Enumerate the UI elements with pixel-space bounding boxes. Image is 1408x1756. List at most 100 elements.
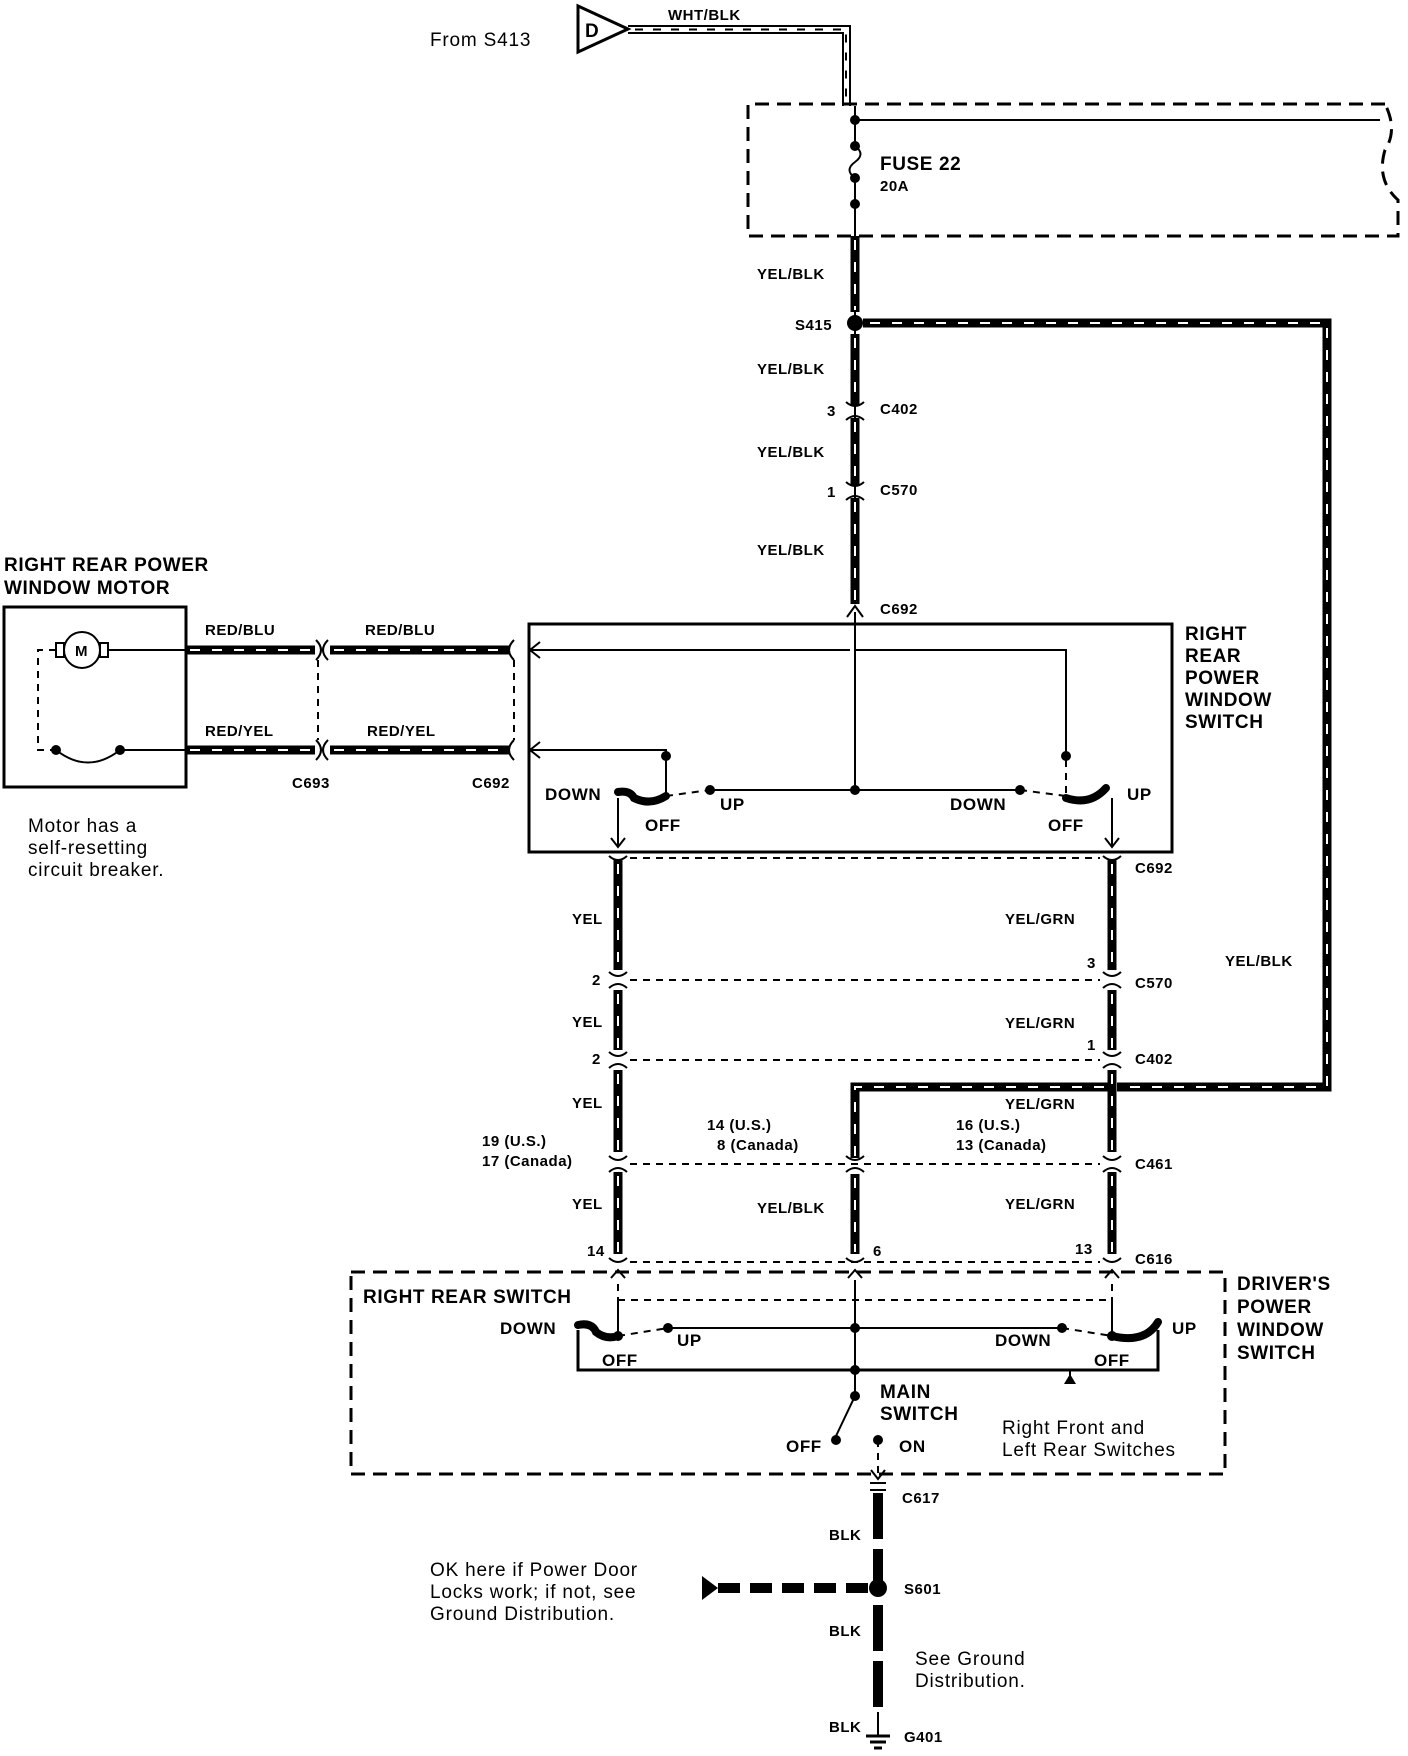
- rr-switch-title-line4: WINDOW: [1185, 690, 1272, 711]
- pin-yel-c570: 2: [592, 972, 601, 989]
- driver-switch-down-left: DOWN: [500, 1319, 556, 1338]
- splice-s415: S415: [795, 312, 863, 334]
- ground-ref-arrow-icon: [702, 1576, 718, 1600]
- wire-label-yel-blk-1: YEL/BLK: [757, 266, 825, 283]
- connector-c693-label: C693: [292, 775, 330, 792]
- ground-note-line3: Ground Distribution.: [430, 1604, 615, 1625]
- wire-label-red-yel-2: RED/YEL: [367, 723, 436, 740]
- connector-c692-bottom-label: C692: [1135, 860, 1173, 877]
- yel-wire: YEL YEL YEL YEL: [572, 860, 623, 1254]
- pin-grn-c461-ca: 13 (Canada): [956, 1137, 1047, 1154]
- other-switches-line2: Left Rear Switches: [1002, 1440, 1176, 1461]
- motor-wires: RED/BLU RED/BLU RED/YEL RED/YEL C693 C69…: [186, 622, 515, 792]
- pin-blk-c461-us: 14 (U.S.): [707, 1117, 772, 1134]
- pin-yel-c461-ca: 17 (Canada): [482, 1153, 573, 1170]
- driver-switch-title-line3: WINDOW: [1237, 1320, 1324, 1341]
- motor-title-line2: WINDOW MOTOR: [4, 578, 170, 599]
- pin-grn-c461-us: 16 (U.S.): [956, 1117, 1021, 1134]
- wire-label-yel-grn-2: YEL/GRN: [1005, 1015, 1075, 1032]
- wire-label-yel-2: YEL: [572, 1014, 603, 1031]
- wire-label-blk-2: BLK: [829, 1623, 861, 1640]
- connector-c461-label: C461: [1135, 1156, 1173, 1173]
- pin-c616-grn: 13: [1075, 1241, 1093, 1258]
- driver-switch-off-right: OFF: [1094, 1351, 1130, 1370]
- driver-switch-down-right: DOWN: [995, 1331, 1051, 1350]
- connector-c402-lower-label: C402: [1135, 1051, 1173, 1068]
- window-motor: RIGHT REAR POWER WINDOW MOTOR M Motor ha…: [2, 555, 209, 881]
- connector-c402-label: C402: [880, 401, 918, 418]
- wire-label-red-blu-1: RED/BLU: [205, 622, 275, 639]
- driver-switch-title-line1: DRIVER'S: [1237, 1274, 1331, 1295]
- wire-label-blk-1: BLK: [829, 1527, 861, 1544]
- connector-c616: 14 6 13 C616: [587, 1241, 1173, 1279]
- connector-c402-main: 3 C402: [827, 400, 918, 422]
- wire-label-yel-grn-1: YEL/GRN: [1005, 911, 1075, 928]
- pin-grn-c402: 1: [1087, 1037, 1096, 1054]
- wire-label-yel-1: YEL: [572, 911, 603, 928]
- connector-c692-top-label: C692: [880, 601, 918, 618]
- pin-grn-c570: 3: [1087, 955, 1096, 972]
- rr-switch-title-line2: REAR: [1185, 646, 1241, 667]
- connector-c402-lower: 2 1 C402: [592, 1037, 1173, 1069]
- driver-power-window-switch: DRIVER'S POWER WINDOW SWITCH RIGHT REAR …: [349, 1270, 1331, 1481]
- ground-note-line2: Locks work; if not, see: [430, 1582, 636, 1603]
- rr-switch-down-left: DOWN: [545, 785, 601, 804]
- fuse-box: FUSE 22 20A: [746, 102, 1400, 238]
- motor-title-line1: RIGHT REAR POWER: [4, 555, 209, 576]
- motor-note-line3: circuit breaker.: [28, 860, 164, 881]
- wire-label-wht-blk: WHT/BLK: [668, 7, 741, 24]
- fuse-rating: 20A: [880, 178, 909, 195]
- pin-c616-blk: 6: [873, 1243, 882, 1260]
- driver-switch-arm-right: [1108, 1318, 1162, 1343]
- connector-c570-lower-label: C570: [1135, 975, 1173, 992]
- wire-label-yel-3: YEL: [572, 1095, 603, 1112]
- ground-g401-label: G401: [904, 1729, 943, 1746]
- rr-switch-title-line3: POWER: [1185, 668, 1260, 689]
- connector-c570-label: C570: [880, 482, 918, 499]
- connector-letter: D: [585, 21, 599, 42]
- rr-power-window-switch: RIGHT REAR POWER WINDOW SWITCH C692 DOWN…: [527, 601, 1272, 854]
- motor-note-line1: Motor has a: [28, 816, 137, 837]
- driver-switch-section: RIGHT REAR SWITCH: [363, 1287, 572, 1308]
- rr-switch-off-right: OFF: [1048, 816, 1084, 835]
- driver-switch-arm-left: [574, 1320, 622, 1342]
- switch-arm-left: [614, 787, 670, 806]
- wire-label-yel-blk-2: YEL/BLK: [757, 361, 825, 378]
- connector-c692-bottom: C692: [608, 855, 1173, 877]
- main-switch-line1: MAIN: [880, 1382, 931, 1403]
- main-switch-lever: [835, 1395, 856, 1437]
- driver-switch-up-left: UP: [677, 1331, 702, 1350]
- wire-label-yel-grn-4: YEL/GRN: [1005, 1196, 1075, 1213]
- main-switch-line2: SWITCH: [880, 1404, 959, 1425]
- other-switches-line1: Right Front and: [1002, 1418, 1145, 1439]
- connector-c616-label: C616: [1135, 1251, 1173, 1268]
- other-switches-arrow-icon: [1064, 1374, 1076, 1384]
- ground-path: C617 BLK BLK BLK S601 OK here if Power D…: [430, 1482, 1026, 1750]
- rr-switch-up-left: UP: [720, 795, 745, 814]
- connector-c692-motor-label: C692: [472, 775, 510, 792]
- wire-label-yel-grn-3: YEL/GRN: [1005, 1096, 1075, 1113]
- connector-c570-lower: 2 3 C570: [592, 955, 1173, 992]
- rr-switch-up-right: UP: [1127, 785, 1152, 804]
- driver-switch-title-line2: POWER: [1237, 1297, 1312, 1318]
- main-switch-on: ON: [899, 1437, 926, 1456]
- connector-d-icon: [576, 3, 632, 55]
- driver-switch-title-line4: SWITCH: [1237, 1343, 1316, 1364]
- pin-c570-main: 1: [827, 484, 836, 501]
- driver-switch-up-right: UP: [1172, 1319, 1197, 1338]
- motor-note-line2: self-resetting: [28, 838, 148, 859]
- splice-s601-label: S601: [904, 1581, 941, 1598]
- ground-see-line2: Distribution.: [915, 1671, 1026, 1692]
- pin-yel-c461-us: 19 (U.S.): [482, 1133, 547, 1150]
- rr-switch-off-left: OFF: [645, 816, 681, 835]
- splice-s415-label: S415: [795, 317, 832, 334]
- wire-label-yel-blk-4: YEL/BLK: [757, 542, 825, 559]
- pin-blk-c461-ca: 8 (Canada): [717, 1137, 799, 1154]
- main-switch-off: OFF: [786, 1437, 822, 1456]
- yel-blk-bypass-wire: YEL/BLK YEL/BLK: [757, 318, 1332, 1254]
- connector-c570-main: 1 C570: [827, 480, 918, 502]
- wire-label-yel-blk-bypass: YEL/BLK: [1225, 953, 1293, 970]
- rr-switch-title-line5: SWITCH: [1185, 712, 1264, 733]
- motor-symbol: M: [75, 643, 88, 660]
